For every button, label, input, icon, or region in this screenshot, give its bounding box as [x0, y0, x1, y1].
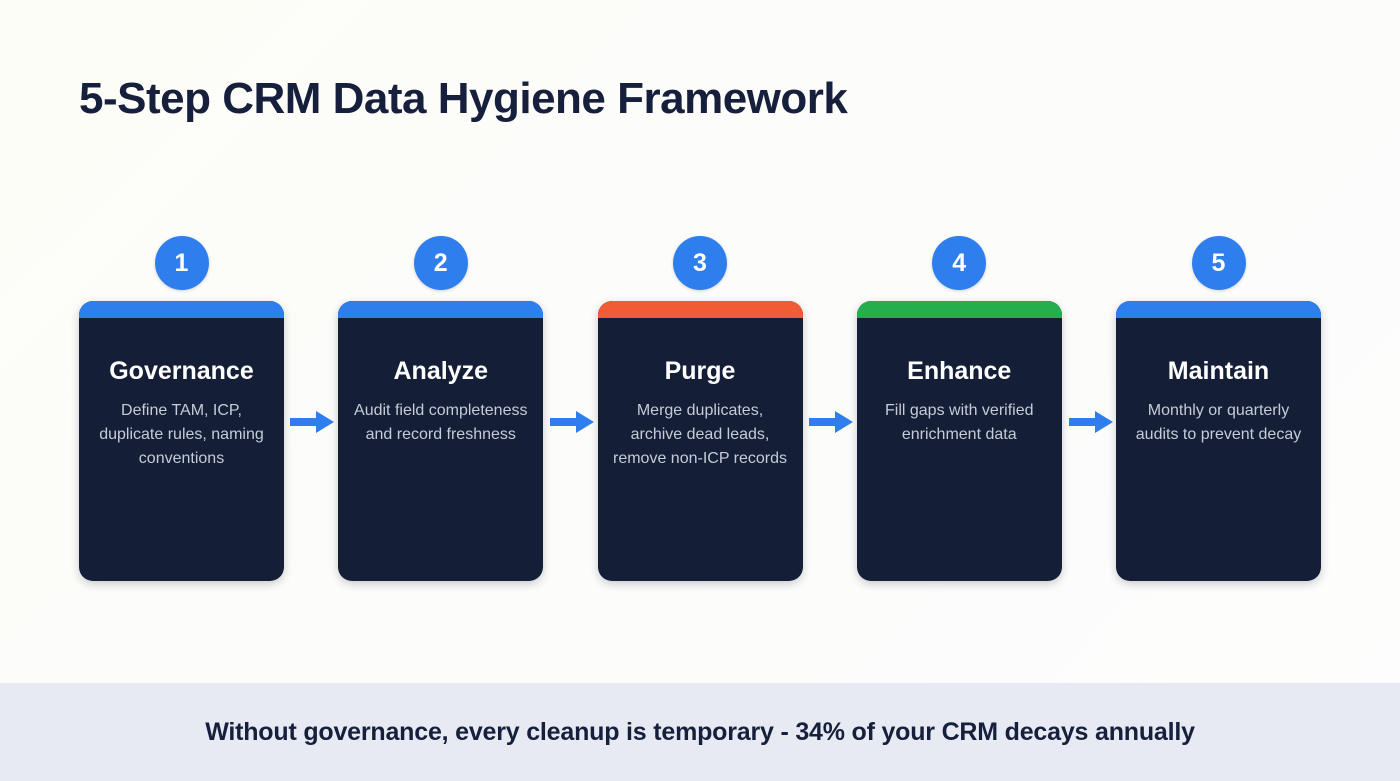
- step-panel-4[interactable]: Enhance Fill gaps with verified enrichme…: [856, 301, 1062, 581]
- step-description-3: Merge duplicates, archive dead leads, re…: [613, 401, 787, 467]
- step-number-label-4: 4: [952, 248, 967, 277]
- step-description-4: Fill gaps with verified enrichment data: [885, 401, 1034, 443]
- step-number-label-1: 1: [174, 248, 189, 277]
- step-accent-bar-1: [79, 301, 284, 318]
- step-accent-bar-2: [338, 301, 544, 318]
- step-number-badge-3: 3: [673, 236, 727, 290]
- step-accent-bar-3: [597, 301, 803, 318]
- step-panel-1[interactable]: Governance Define TAM, ICP, duplicate ru…: [79, 301, 284, 581]
- step-number-badge-2: 2: [413, 236, 468, 290]
- step-title-4: Enhance: [907, 357, 1012, 385]
- step-title-1: Governance: [109, 357, 254, 385]
- step-description-2: Audit field completeness and record fres…: [354, 401, 528, 443]
- step-accent-bar-5: [1116, 301, 1321, 318]
- step-card-3[interactable]: 3 Purge Merge duplicates, archive dead l…: [597, 236, 803, 581]
- step-description-5: Monthly or quarterly audits to prevent d…: [1135, 401, 1302, 443]
- step-number-label-3: 3: [693, 248, 707, 277]
- step-card-1[interactable]: 1 Governance Define TAM, ICP, duplicate …: [79, 236, 284, 581]
- step-number-label-5: 5: [1211, 248, 1226, 277]
- step-description-1: Define TAM, ICP, duplicate rules, naming…: [99, 401, 264, 467]
- page-title: 5-Step CRM Data Hygiene Framework: [79, 74, 848, 123]
- step-card-4[interactable]: 4 Enhance Fill gaps with verified enrich…: [856, 236, 1062, 581]
- step-panel-2[interactable]: Analyze Audit field completeness and rec…: [338, 301, 544, 581]
- step-title-5: Maintain: [1167, 357, 1270, 385]
- step-card-5[interactable]: 5 Maintain Monthly or quarterly audits t…: [1116, 236, 1321, 581]
- steps-row: 1 Governance Define TAM, ICP, duplicate …: [79, 236, 1321, 581]
- step-title-2: Analyze: [393, 357, 488, 385]
- step-number-badge-4: 4: [932, 236, 987, 290]
- step-accent-bar-4: [856, 301, 1062, 318]
- step-number-badge-1: 1: [154, 236, 209, 290]
- footer-banner: Without governance, every cleanup is tem…: [0, 683, 1400, 781]
- step-number-label-2: 2: [433, 248, 448, 277]
- step-title-3: Purge: [664, 357, 736, 385]
- step-panel-5[interactable]: Maintain Monthly or quarterly audits to …: [1116, 301, 1321, 581]
- step-number-badge-5: 5: [1191, 236, 1246, 290]
- footer-statement: Without governance, every cleanup is tem…: [205, 717, 1195, 746]
- step-card-2[interactable]: 2 Analyze Audit field completeness and r…: [338, 236, 544, 581]
- step-panel-3[interactable]: Purge Merge duplicates, archive dead lea…: [597, 301, 803, 581]
